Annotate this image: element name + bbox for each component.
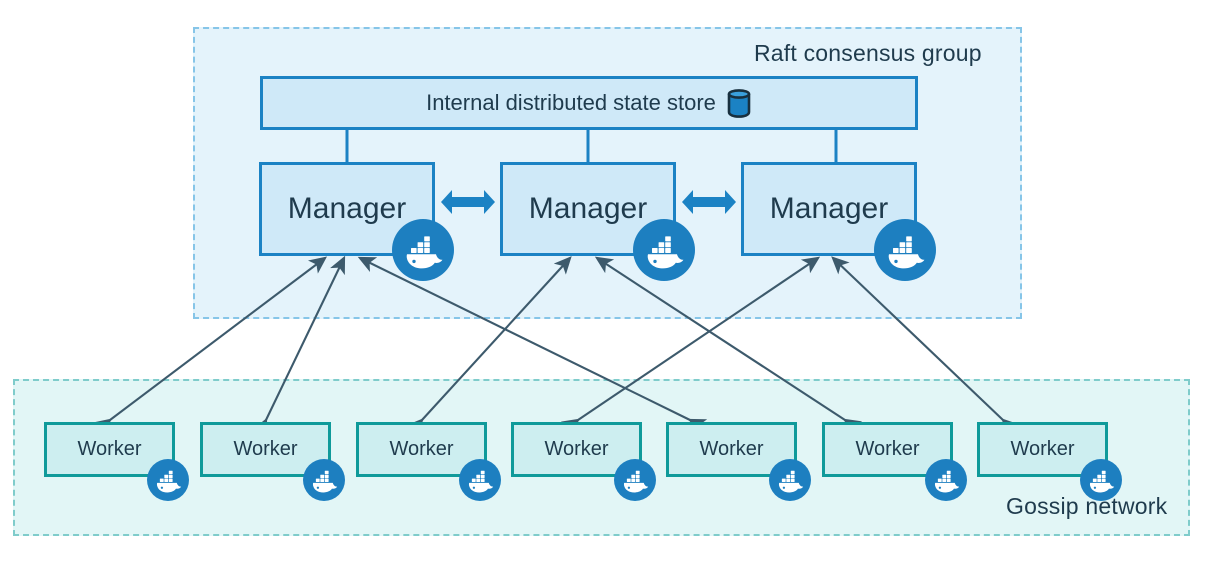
docker-whale-icon xyxy=(1080,459,1122,501)
manager-label: Manager xyxy=(287,192,407,225)
raft-consensus-group-label: Raft consensus group xyxy=(754,40,982,66)
internal-distributed-state-store-box[interactable]: Internal distributed state store xyxy=(260,76,918,130)
docker-whale-icon xyxy=(874,219,936,281)
worker-label: Worker xyxy=(699,438,764,460)
worker-label: Worker xyxy=(389,438,454,460)
docker-whale-icon xyxy=(633,219,695,281)
gossip-network-group-label: Gossip network xyxy=(1006,493,1168,519)
docker-whale-icon xyxy=(147,459,189,501)
docker-whale-icon xyxy=(392,219,454,281)
worker-node-6[interactable]: Worker xyxy=(822,422,953,477)
docker-whale-icon xyxy=(769,459,811,501)
worker-label: Worker xyxy=(233,438,298,460)
worker-label: Worker xyxy=(77,438,142,460)
docker-whale-icon xyxy=(303,459,345,501)
docker-whale-icon xyxy=(925,459,967,501)
worker-label: Worker xyxy=(544,438,609,460)
worker-node-3[interactable]: Worker xyxy=(356,422,487,477)
worker-label: Worker xyxy=(1010,438,1075,460)
manager-label: Manager xyxy=(769,192,889,225)
database-cylinder-icon xyxy=(726,88,752,118)
worker-label: Worker xyxy=(855,438,920,460)
docker-whale-icon xyxy=(459,459,501,501)
worker-node-1[interactable]: Worker xyxy=(44,422,175,477)
docker-whale-icon xyxy=(614,459,656,501)
state-store-label: Internal distributed state store xyxy=(426,90,716,115)
manager-label: Manager xyxy=(528,192,648,225)
worker-node-5[interactable]: Worker xyxy=(666,422,797,477)
